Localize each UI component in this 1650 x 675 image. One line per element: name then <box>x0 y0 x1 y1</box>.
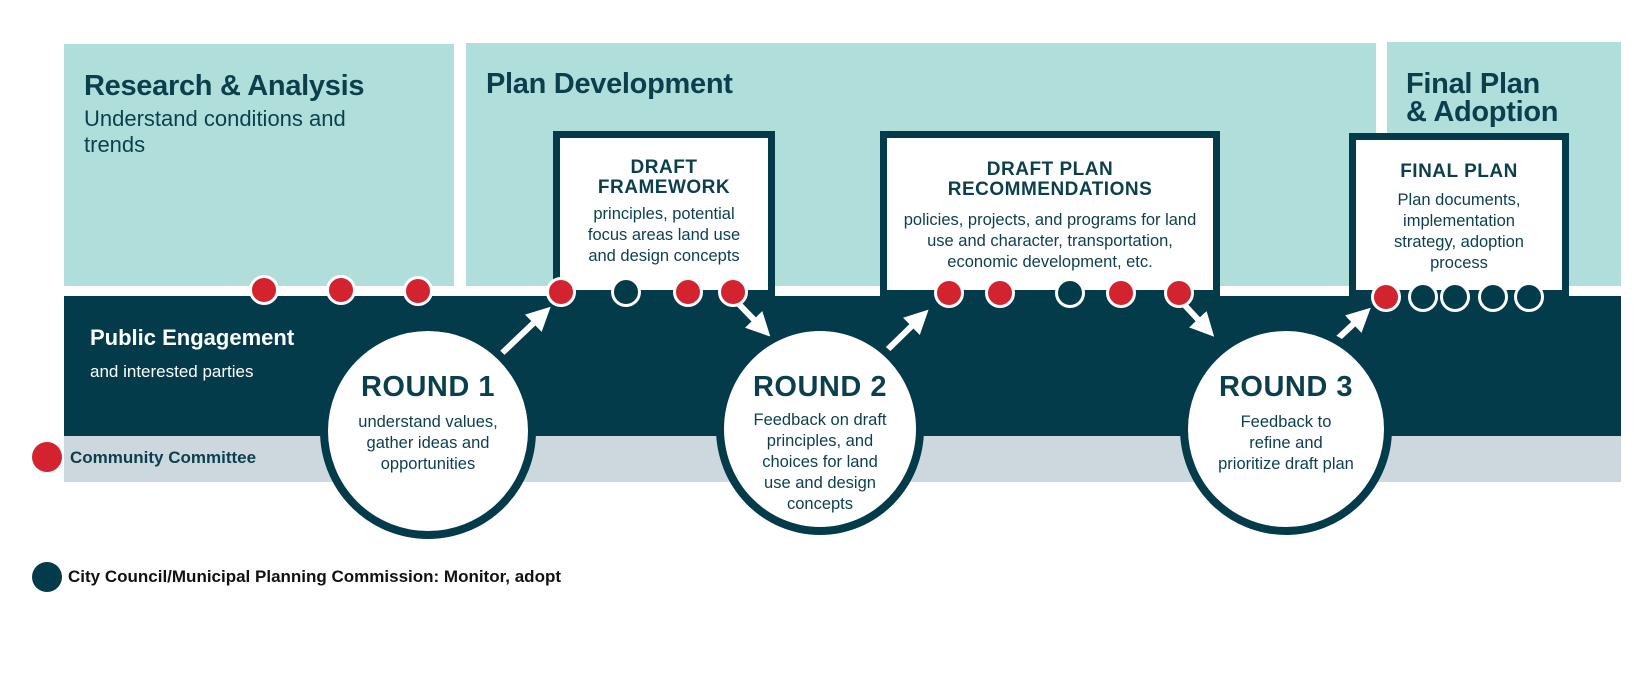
red-dot-icon <box>1371 282 1401 312</box>
navy-dot-icon <box>1478 282 1508 312</box>
draft-plan-title-line1: DRAFT PLAN <box>986 159 1114 180</box>
round-3-text: Feedback to refine and prioritize draft … <box>1218 413 1354 473</box>
draft-framework-text: principles, potential focus areas land u… <box>587 205 741 265</box>
round-2-circle: ROUND 2 Feedback on draft principles, an… <box>716 323 924 535</box>
red-dot-icon <box>985 278 1015 308</box>
navy-dot-icon <box>32 562 62 592</box>
navy-dot-icon <box>1055 278 1085 308</box>
final-plan-title: FINAL PLAN <box>1400 161 1518 182</box>
final-plan-text: Plan documents, implementation strategy,… <box>1394 191 1524 272</box>
final-phase-title-line1: Final Plan <box>1406 68 1540 100</box>
round-1-text: understand values, gather ideas and oppo… <box>358 413 498 473</box>
navy-dot-icon <box>1514 282 1544 312</box>
round-3-circle: ROUND 3 Feedback to refine and prioritiz… <box>1180 323 1392 535</box>
navy-dot-icon <box>1440 282 1470 312</box>
draft-framework-title-line2: FRAMEWORK <box>597 177 731 198</box>
council-legend: City Council/Municipal Planning Commissi… <box>68 567 561 586</box>
draft-framework-box: DRAFT FRAMEWORK principles, potential fo… <box>553 131 775 297</box>
navy-dot-icon <box>611 277 641 307</box>
draft-framework-title-line1: DRAFT <box>630 157 698 178</box>
final-phase-title-line2: & Adoption <box>1406 96 1559 128</box>
plan-development-phase-title: Plan Development <box>486 68 733 100</box>
community-committee-legend: Community Committee <box>70 448 257 467</box>
draft-plan-box: DRAFT PLAN RECOMMENDATIONS policies, pro… <box>880 131 1220 297</box>
round-1-circle: ROUND 1 understand values, gather ideas … <box>320 323 536 539</box>
final-plan-box: FINAL PLAN Plan documents, implementatio… <box>1349 133 1569 297</box>
red-dot-icon <box>1164 278 1194 308</box>
round-1-title: ROUND 1 <box>360 371 495 403</box>
final-phase-title: Final Plan & Adoption <box>1406 68 1559 128</box>
red-dot-icon <box>32 442 62 472</box>
red-dot-icon <box>403 276 433 306</box>
public-engagement-subtitle: and interested parties <box>90 362 254 381</box>
diagonal-arrow-icon <box>495 306 551 360</box>
round-2-title: ROUND 2 <box>752 371 887 403</box>
round-2-text: Feedback on draft principles, and choice… <box>753 411 887 513</box>
draft-plan-text: policies, projects, and programs for lan… <box>903 211 1197 271</box>
navy-dot-icon <box>1408 282 1438 312</box>
round-3-title: ROUND 3 <box>1218 371 1353 403</box>
red-dot-icon <box>1106 278 1136 308</box>
red-dot-icon <box>326 275 356 305</box>
red-dot-icon <box>249 275 279 305</box>
red-dot-icon <box>718 277 748 307</box>
research-phase-subtitle: Understand conditions and trends <box>84 106 346 157</box>
red-dot-icon <box>546 277 576 307</box>
public-engagement-title: Public Engagement <box>90 325 295 350</box>
red-dot-icon <box>934 278 964 308</box>
research-phase-title: Research & Analysis <box>84 70 365 102</box>
draft-plan-title-line2: RECOMMENDATIONS <box>947 179 1153 200</box>
research-phase-panel <box>64 44 454 286</box>
red-dot-icon <box>673 277 703 307</box>
